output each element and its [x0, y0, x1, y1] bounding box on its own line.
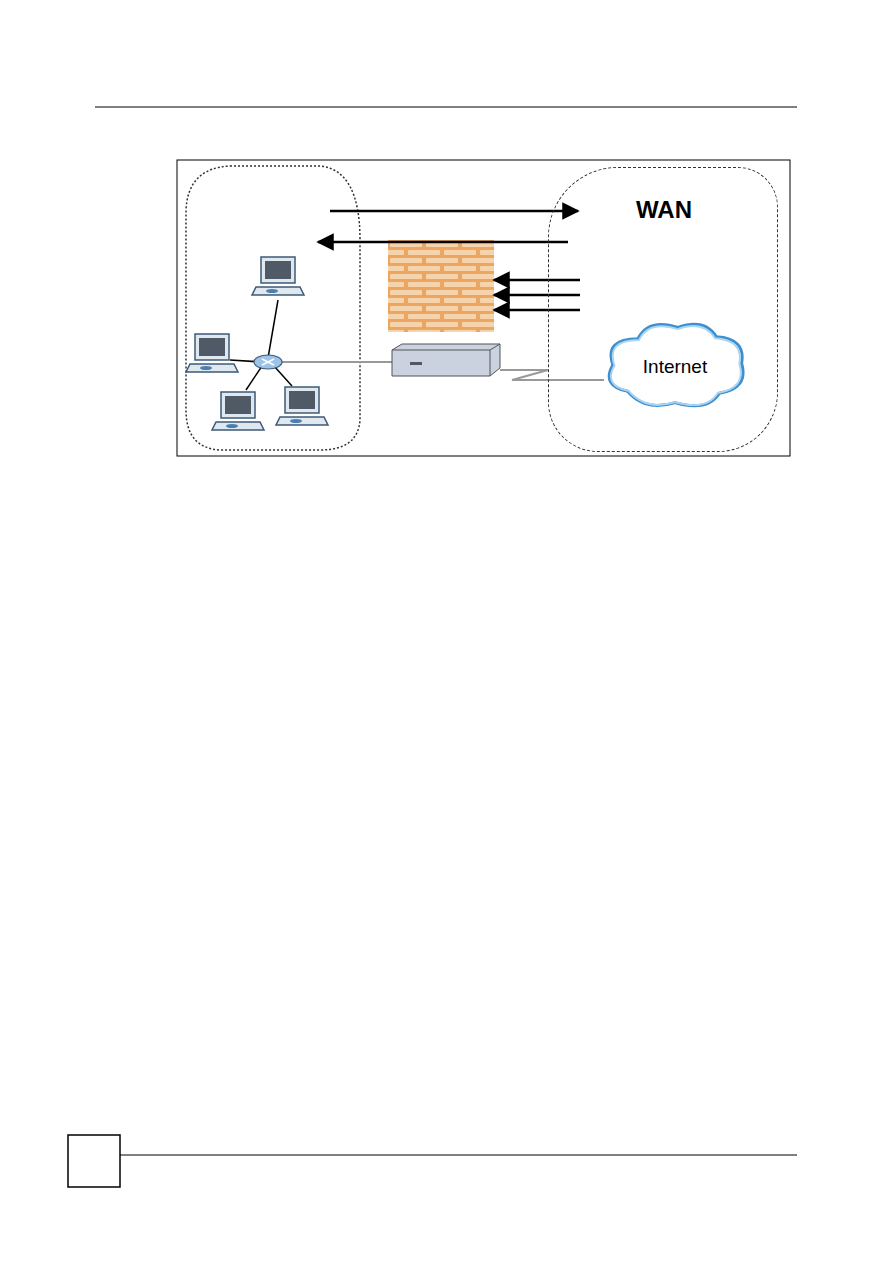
cloud-label: Internet: [643, 356, 707, 378]
lan-switch: [254, 355, 282, 369]
internet-cloud: Internet: [601, 318, 749, 412]
header-rule: [95, 107, 797, 108]
firewall-wall: [388, 240, 494, 332]
figure-frame: [177, 160, 790, 456]
computer: [212, 392, 264, 430]
computer: [186, 334, 238, 372]
outgoing-arrow: [330, 210, 578, 213]
footer-rule: [120, 1155, 797, 1156]
router-device: [392, 344, 500, 376]
blocked-arrow: [494, 294, 580, 297]
region-label: WAN: [636, 196, 692, 224]
lan-region: [186, 166, 360, 450]
wan-link: [500, 370, 604, 380]
wan-region: WAN Internet: [548, 167, 778, 452]
computer: [252, 257, 304, 295]
computer: [276, 387, 328, 425]
return-arrow: [318, 241, 568, 244]
blocked-arrow: [494, 309, 580, 312]
page-number-box: [68, 1135, 120, 1187]
blocked-arrow: [494, 279, 580, 282]
